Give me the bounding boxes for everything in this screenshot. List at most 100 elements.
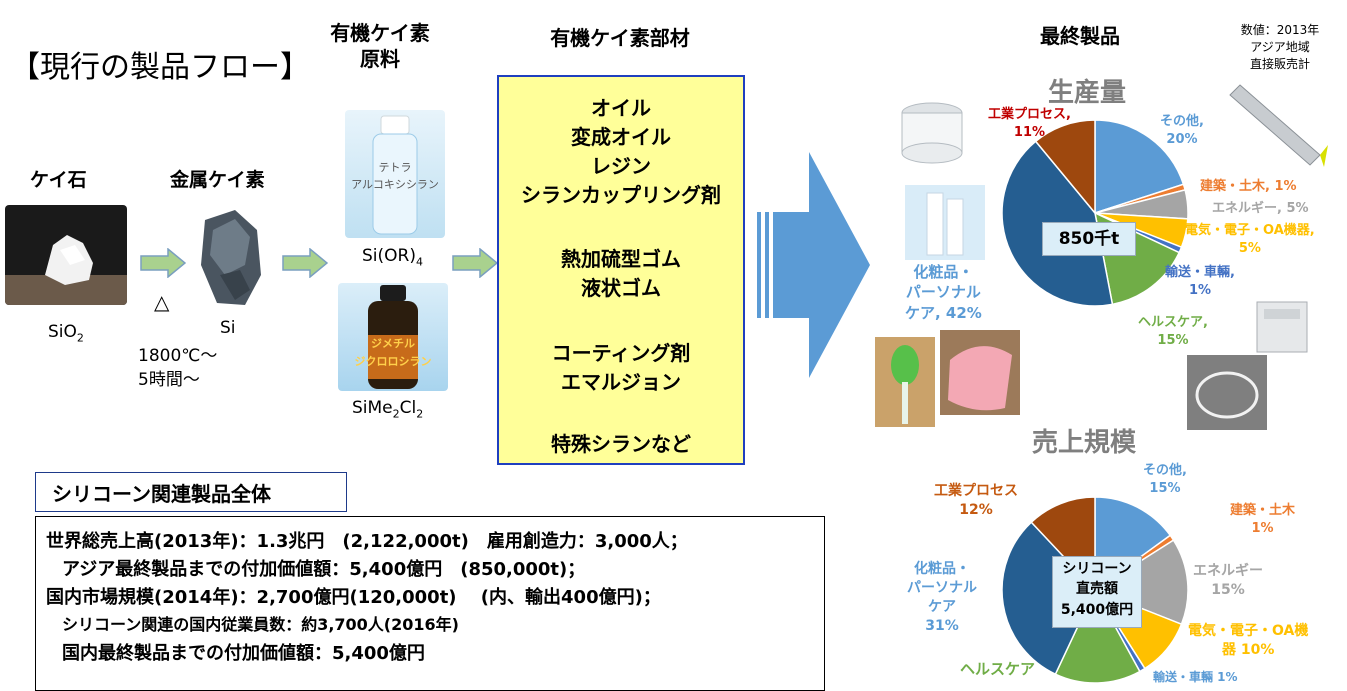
material-item: オイル (591, 96, 651, 120)
header-organic-raw: 有機ケイ素 原料 (320, 20, 440, 72)
condition-time: 5時間～ (138, 369, 200, 390)
process-conditions: 1800℃～ 5時間～ (138, 345, 217, 393)
stage-silicon-label: 金属ケイ素 (170, 169, 265, 191)
header-organic-raw-line1: 有機ケイ素 (330, 21, 430, 45)
heat-triangle: △ (154, 290, 170, 314)
summary-line: シリコーン関連の国内従業員数：約3,700人(2016年) (62, 615, 459, 634)
materials-box: オイル 変成オイル レジン シランカップリング剤 熱加硫型ゴム 液状ゴム コーテ… (497, 75, 745, 465)
sales-label-other-value: 15% (1149, 480, 1181, 496)
condition-temp: 1800℃～ (138, 346, 218, 366)
stage-silica-label: ケイ石 (30, 169, 87, 191)
production-center-label: 850千t (1042, 222, 1136, 256)
bottle1-image-text: テトラ アルコキシシラン (345, 160, 445, 193)
arrow-right-icon (282, 248, 328, 278)
prod-label-healthcare-value: 15% (1157, 332, 1189, 348)
sales-label-industrial-name: 工業プロセス (934, 483, 1018, 499)
spatula-image (875, 337, 935, 427)
sales-label-other: その他, 15% (1143, 462, 1187, 497)
prod-label-cosmetics-line1: 化粧品・ (913, 263, 974, 281)
prod-label-transport-name: 輸送・車輛, (1165, 265, 1235, 280)
sales-label-electric-value: 器 10% (1221, 641, 1275, 658)
material-item: エマルジョン (561, 370, 681, 394)
sales-label-industrial: 工業プロセス 12% (934, 482, 1018, 520)
summary-line: 国内最終製品までの付加価値額：5,400億円 (62, 643, 425, 664)
bottle1-image-text-line2: アルコキシシラン (351, 177, 439, 191)
bottle-tetraalkoxysilane-image: テトラ アルコキシシラン (345, 110, 445, 238)
material-item: レジン (591, 154, 651, 178)
silicon-formula: Si (220, 318, 236, 338)
prod-label-healthcare: ヘルスケア, 15% (1138, 314, 1208, 349)
note-line2: アジア地域 (1250, 39, 1310, 54)
silica-formula-sub: 2 (76, 331, 84, 345)
prod-label-cosmetics-line2: パーソナル (905, 283, 981, 302)
prod-label-electric-value: 5% (1238, 240, 1261, 256)
material-item: 液状ゴム (581, 276, 661, 300)
note-line3: 直接販売計 (1249, 56, 1310, 71)
bottle-dimethyldichlorosilane-image: ジメチル ジクロロシラン (338, 283, 448, 391)
pie-slice (1094, 119, 1185, 215)
sales-label-energy-value: 15% (1211, 581, 1245, 598)
prod-label-industrial: 工業プロセス, 11% (988, 106, 1071, 141)
bottle2-formula-sub1: 2 (392, 407, 400, 421)
sales-label-construction-value: 1% (1251, 520, 1274, 536)
prod-label-healthcare-name: ヘルスケア, (1138, 315, 1208, 330)
prod-label-industrial-value: 11% (1013, 124, 1046, 140)
material-item: シランカップリング剤 (521, 183, 721, 207)
prod-label-construction: 建築・土木, 1% (1200, 178, 1297, 196)
sales-label-electric-name: 電気・電子・OA機 (1188, 623, 1309, 639)
prod-label-electric-name: 電気・電子・OA機器, (1185, 223, 1315, 238)
cloth-image (940, 330, 1020, 415)
sales-center-label: シリコーン 直売額 5,400億円 (1052, 556, 1142, 628)
bottle1-formula-sub: 4 (415, 255, 423, 269)
material-item: コーティング剤 (551, 341, 691, 365)
sales-label-energy-name: エネルギー (1193, 563, 1263, 579)
bottle2-image-text-line1: ジメチル (371, 337, 415, 350)
silicon-image (195, 205, 265, 315)
sales-label-other-name: その他, (1143, 463, 1187, 478)
sales-center-line1: シリコーン (1062, 561, 1132, 577)
summary-header: シリコーン関連製品全体 (35, 472, 347, 512)
prod-label-energy-name: エネルギー, (1212, 201, 1287, 216)
silica-formula: SiO2 (48, 322, 84, 344)
sales-label-transport: 輸送・車輛 1% (1153, 670, 1238, 684)
sales-label-cosmetics-line4: 31% (925, 617, 959, 634)
prod-label-cosmetics: 化粧品・ パーソナル ケア, 42% (905, 262, 982, 323)
header-organic-raw-line2: 原料 (360, 47, 400, 71)
prod-label-transport-value: 1% (1188, 282, 1212, 298)
sales-label-energy: エネルギー 15% (1193, 562, 1263, 600)
brown-bottle-icon (368, 285, 418, 389)
silica-formula-base: SiO (48, 322, 77, 342)
material-item: 特殊シランなど (551, 432, 691, 456)
bottle1-formula-base: Si(OR) (362, 246, 416, 266)
prod-label-transport: 輸送・車輛, 1% (1165, 264, 1235, 299)
prod-label-industrial-name: 工業プロセス, (988, 107, 1071, 122)
sales-label-cosmetics: 化粧品・ パーソナル ケア 31% (907, 560, 977, 636)
silica-image (5, 205, 127, 305)
bottle2-image-text-line2: ジクロロシラン (354, 354, 432, 368)
pie-slice (1034, 119, 1096, 216)
prod-label-cosmetics-line3: ケア, 42% (905, 303, 982, 322)
prod-label-construction-name: 建築・土木, (1200, 179, 1275, 194)
material-item: 熱加硫型ゴム (561, 247, 681, 271)
prod-label-energy: エネルギー, 5% (1212, 200, 1309, 218)
header-final-products: 最終製品 (1040, 24, 1120, 48)
sales-label-cosmetics-line3: ケア (928, 598, 956, 615)
prod-label-construction-value: 1% (1274, 179, 1297, 194)
silicon-lump-icon (201, 210, 261, 305)
header-organic-parts: 有機ケイ素部材 (550, 26, 690, 50)
big-arrow-right-icon (757, 152, 870, 378)
bottle2-formula-sub2: 2 (416, 407, 424, 421)
bottle2-formula-part2: Cl (399, 398, 417, 418)
sales-chart-title: 売上規模 (1032, 428, 1137, 458)
tube-stack-image (905, 185, 985, 260)
page-title: 【現行の製品フロー】 (10, 50, 310, 85)
data-note: 数値：2013年 アジア地域 直接販売計 (1230, 22, 1330, 72)
prod-label-electric: 電気・電子・OA機器, 5% (1185, 222, 1315, 257)
sales-label-industrial-value: 12% (959, 501, 993, 518)
material-item: 変成オイル (571, 125, 671, 149)
prod-label-energy-value: 5% (1286, 201, 1309, 216)
silica-rock-icon (5, 235, 127, 305)
prod-label-other-value: 20% (1166, 131, 1198, 147)
arrow-right-icon (140, 248, 186, 278)
jar-image (901, 102, 963, 164)
